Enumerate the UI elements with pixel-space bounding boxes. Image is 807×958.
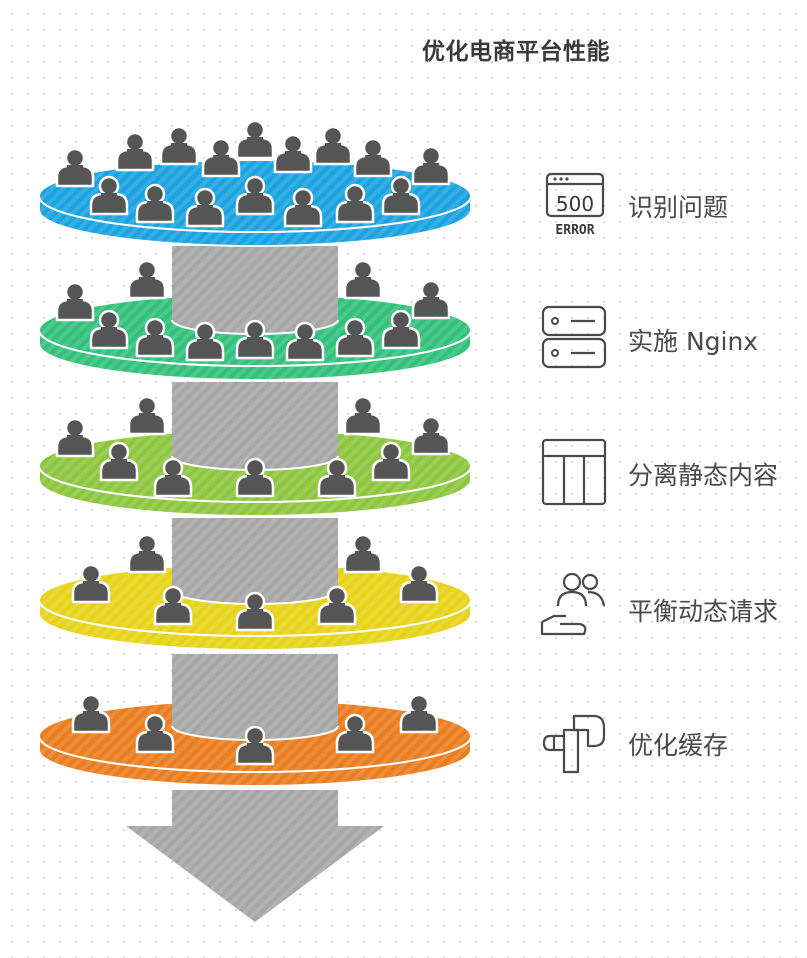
error-code-text: 500 [556,192,594,216]
person-icon [127,533,167,574]
funnel-layers [38,119,472,787]
person-icon [411,145,451,186]
person-icon [273,133,313,174]
person-icon [399,563,439,604]
layer-side-texture [39,196,471,246]
layer-side-texture [39,330,471,380]
funnel-layer [38,395,472,517]
funnel-layer [38,690,472,787]
column-pass-through [172,420,338,470]
person-icon [399,693,439,734]
users-hand-icon [540,572,606,636]
person-icon [71,563,111,604]
person-icon [411,279,451,320]
person-icon [235,119,275,160]
person-icon [55,281,95,322]
person-icon [353,137,393,178]
person-icon [127,259,167,300]
step-label-identify: 识别问题 [628,193,729,222]
person-icon [127,395,167,436]
person-icon [343,533,383,574]
pipe-icon [542,714,606,774]
step-label-static: 分离静态内容 [628,461,779,490]
person-icon [55,147,95,188]
server-icon [541,305,607,369]
diagram-title: 优化电商平台性能 [422,39,610,65]
person-icon [343,395,383,436]
step-label-cache: 优化缓存 [628,731,729,760]
funnel-layer [38,533,472,651]
person-icon [201,137,241,178]
layer-side-texture [39,466,471,516]
person-icon [343,259,383,300]
column-pass-through [172,284,338,334]
column-pass-through [172,690,338,740]
person-icon [115,131,155,172]
funnel-layer [38,259,472,381]
person-icon [55,417,95,458]
error-500-icon: 500 ERROR [545,172,605,238]
step-label-dynamic: 平衡动态请求 [628,597,779,626]
layer-side-texture [39,600,471,650]
funnel-layer [38,119,472,247]
layer-side-texture [39,736,471,786]
person-icon [313,125,353,166]
step-label-nginx: 实施 Nginx [628,327,759,356]
person-icon [71,693,111,734]
error-word-text: ERROR [555,223,594,238]
person-icon [159,125,199,166]
column-pass-through [172,554,338,604]
arrow-head-stripes [126,790,384,922]
columns-icon [541,438,607,506]
person-icon [411,415,451,456]
